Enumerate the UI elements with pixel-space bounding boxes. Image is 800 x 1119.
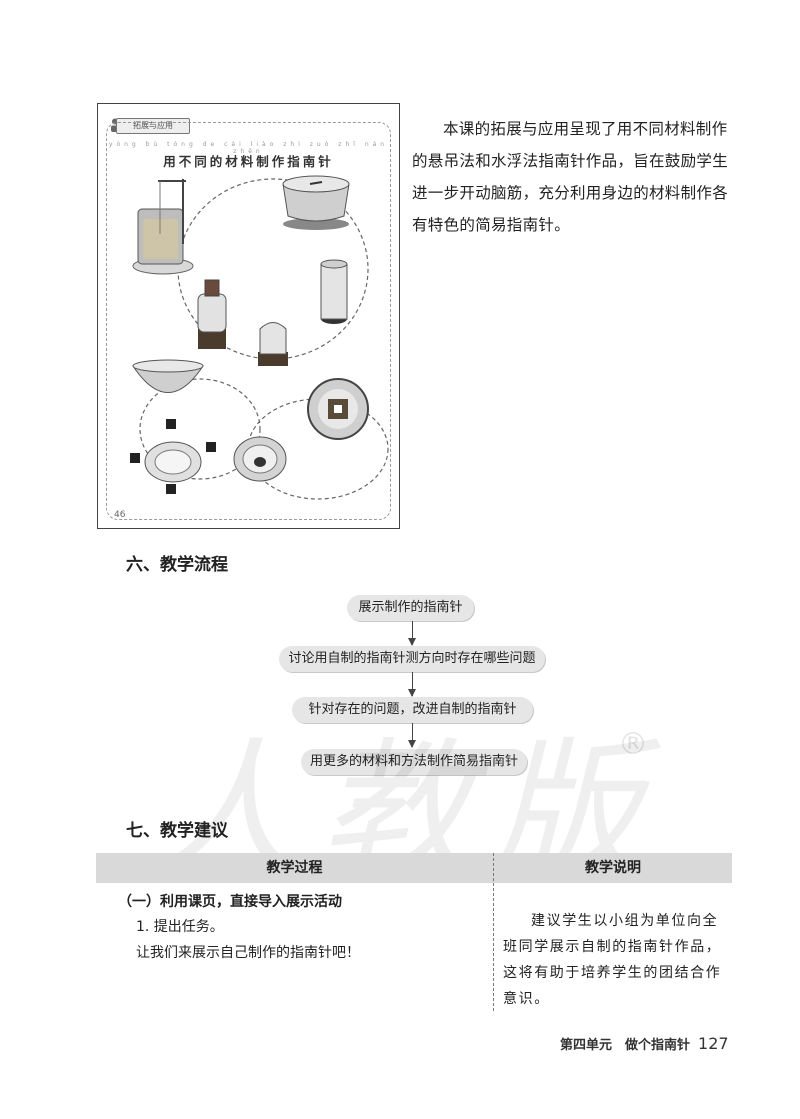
figure-page-number: 46 [114, 510, 126, 520]
figure-frame [106, 122, 391, 520]
registered-mark: ® [618, 727, 648, 762]
round-dish-icon [307, 378, 369, 440]
textbook-figure: 拓展与应用 yòng bù tóng de cái liào zhì zuò z… [97, 103, 400, 529]
intro-paragraph: 本课的拓展与应用呈现了用不同材料制作的悬吊法和水浮法指南针作品，旨在鼓励学生进一… [412, 120, 729, 234]
dish-icon [233, 436, 287, 482]
flow-arrow-3 [408, 723, 416, 748]
table-line-1: 让我们来展示自己制作的指南针吧！ [136, 945, 360, 961]
plate-icon [130, 419, 216, 494]
large-bowl-icon [132, 359, 204, 393]
flow-arrow-2 [408, 672, 416, 697]
figure-title: 用不同的材料制作指南针 [163, 154, 334, 169]
section6-heading: 六、教学流程 [126, 555, 228, 575]
table-item-1: 1. 提出任务。 [136, 919, 224, 935]
small-jar-icon [258, 322, 288, 366]
bowl-icon [282, 175, 350, 230]
table-header: 教学过程 教学说明 [96, 853, 732, 883]
table-col-process: 教学过程 [266, 860, 323, 876]
flow-arrow-1 [408, 621, 416, 646]
page-footer: 第四单元 做个指南针 127 [560, 1034, 729, 1053]
bottle-icon [197, 279, 227, 349]
compass-illustrations [130, 175, 389, 500]
flow-step-3: 针对存在的问题，改进自制的指南针 [292, 697, 533, 723]
flow-step-4: 用更多的材料和方法制作简易指南针 [301, 749, 527, 775]
footer-unit: 第四单元 做个指南针 [560, 1038, 691, 1053]
figure-pinyin: yòng bù tóng de cái liào zhì zuò zhǐ nán… [108, 141, 389, 155]
section7-heading: 七、教学建议 [126, 821, 228, 841]
jar-stand-icon [132, 179, 194, 275]
flow-step-2: 讨论用自制的指南针测方向时存在哪些问题 [279, 646, 545, 672]
table-col-notes: 教学说明 [585, 860, 641, 876]
table-divider [493, 853, 494, 1011]
tube-icon [320, 259, 348, 324]
footer-page-number: 127 [698, 1034, 729, 1053]
flow-step-1: 展示制作的指南针 [347, 595, 474, 621]
table-note: 建议学生以小组为单位向全班同学展示自制的指南针作品，这将有助于培养学生的团结合作… [503, 913, 722, 1007]
table-subheading: （一）利用课页，直接导入展示活动 [118, 894, 342, 910]
